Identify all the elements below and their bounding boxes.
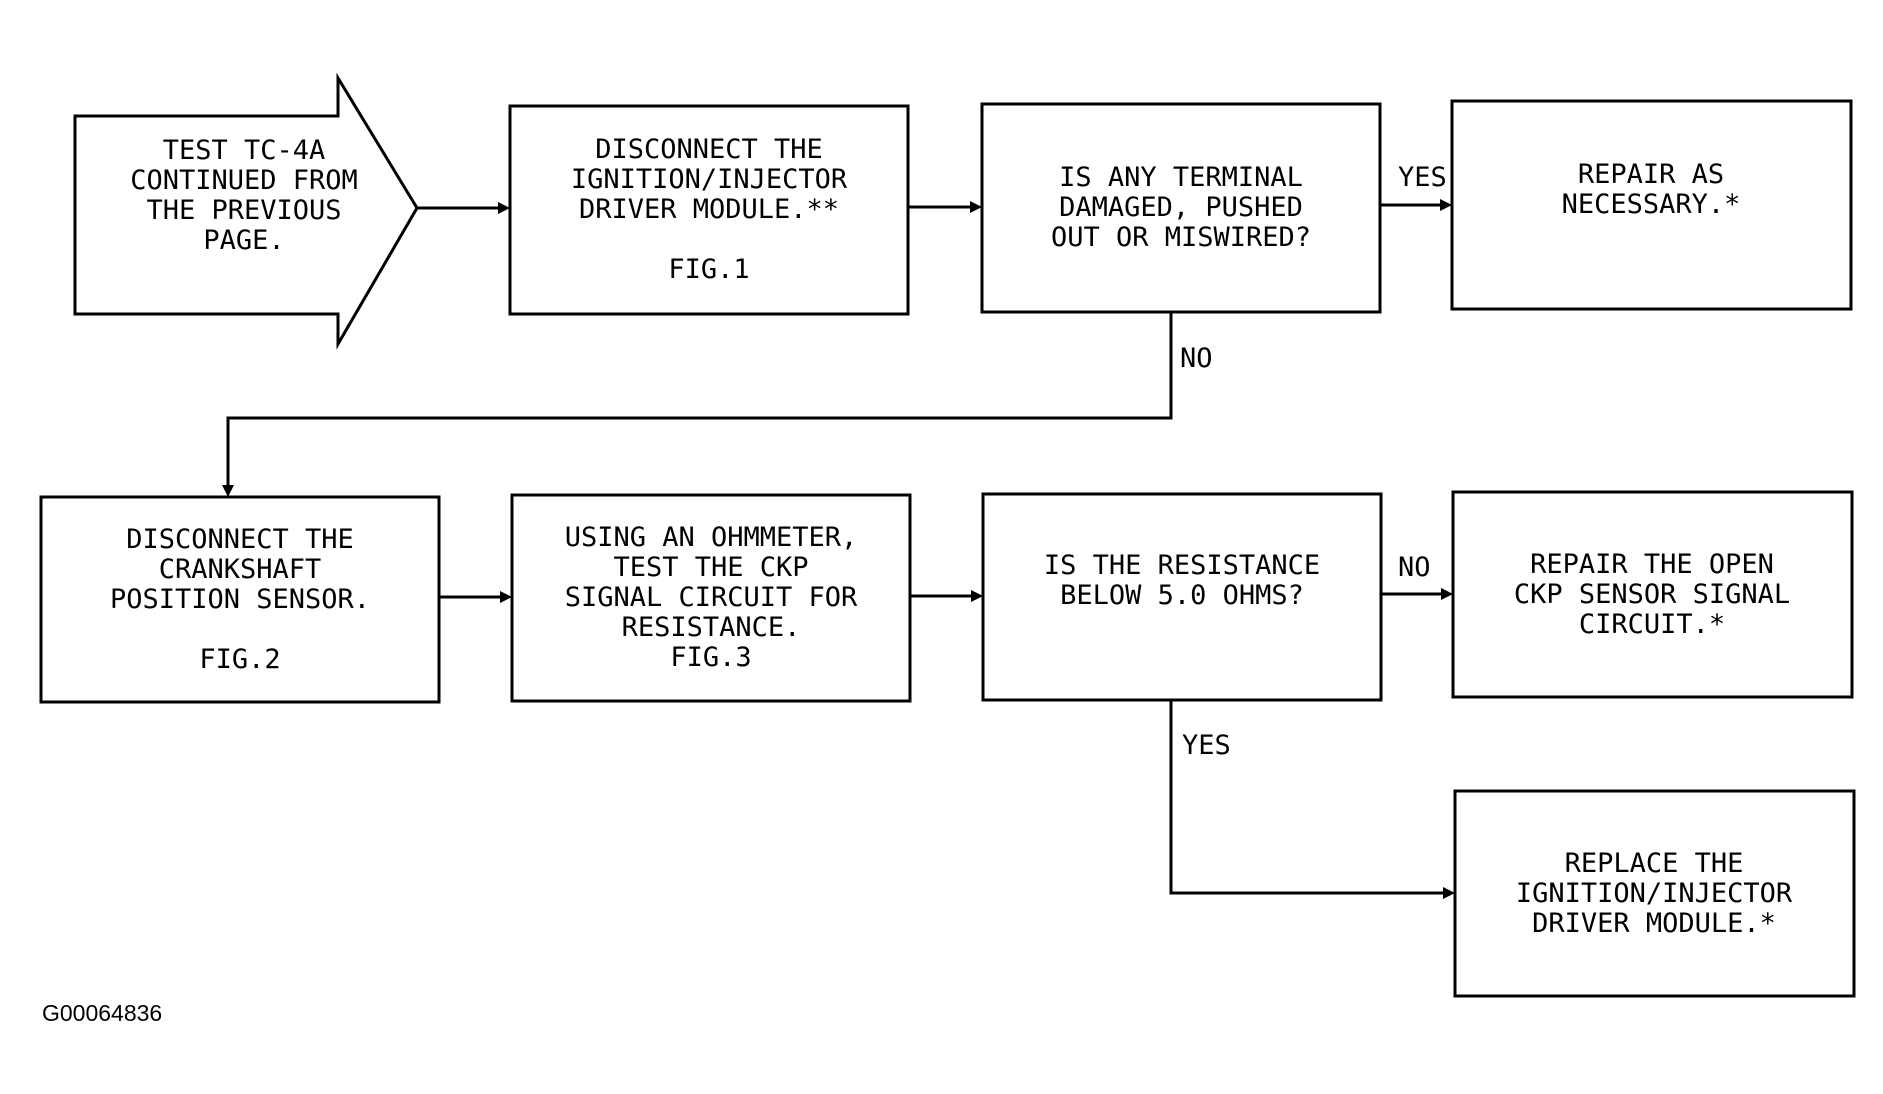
ohmmeter-test-box-text-line: RESISTANCE. <box>622 612 801 643</box>
ohmmeter-test-box-text-line: SIGNAL CIRCUIT FOR <box>565 582 858 613</box>
replace-module-box-text-line: REPLACE THE <box>1565 848 1744 879</box>
disconnect-module-box-shape <box>508 104 910 316</box>
branch-label-terminal-yes: YES <box>1398 162 1447 193</box>
terminal-question-box-text-line: IS ANY TERMINAL <box>1059 162 1303 193</box>
disconnect-module-box-text-line: IGNITION/INJECTOR <box>571 164 848 195</box>
repair-open-box-text-line: CIRCUIT.* <box>1579 609 1725 640</box>
repair-necessary-box-text-line: REPAIR AS <box>1578 159 1724 190</box>
arrowhead-question-no <box>222 485 234 497</box>
disconnect-module-box-text-line: DRIVER MODULE.** <box>579 194 839 225</box>
start-box-text-line: TEST TC-4A <box>163 135 326 166</box>
figure-id: G00064836 <box>42 1000 163 1026</box>
repair-necessary-box-shape <box>1450 99 1853 311</box>
resistance-question-box-text-line: BELOW 5.0 OHMS? <box>1060 580 1304 611</box>
resistance-question-box-shape <box>981 492 1383 702</box>
connector-question-no <box>226 312 1173 486</box>
start-box-text-line: THE PREVIOUS <box>146 195 341 226</box>
connector-resistance-yes <box>1169 700 1445 895</box>
replace-module-box-text-line: DRIVER MODULE.* <box>1532 908 1776 939</box>
disconnect-module-box-text-line: DISCONNECT THE <box>595 134 823 165</box>
start-box-text-line: PAGE. <box>203 225 284 256</box>
disconnect-ckp-box-text-line: FIG.2 <box>199 644 280 675</box>
ohmmeter-test-box-text-line: USING AN OHMMETER, <box>565 522 858 553</box>
arrowhead-resistance-no <box>1441 588 1453 600</box>
start-box-text-line: CONTINUED FROM <box>130 165 358 196</box>
ohmmeter-test-box-text-line: TEST THE CKP <box>613 552 808 583</box>
repair-open-box-text-line: REPAIR THE OPEN <box>1530 549 1774 580</box>
start-box-shape <box>73 72 419 350</box>
arrowhead-resistance-yes <box>1443 887 1455 899</box>
terminal-question-box-text-line: OUT OR MISWIRED? <box>1051 222 1311 253</box>
terminal-question-box-text-line: DAMAGED, PUSHED <box>1059 192 1303 223</box>
branch-label-resistance-yes: YES <box>1182 730 1231 761</box>
arrowhead-start-to-disconnect <box>498 202 510 214</box>
ohmmeter-test-box-text-line: FIG.3 <box>670 642 751 673</box>
resistance-question-box-text-line: IS THE RESISTANCE <box>1044 550 1320 581</box>
disconnect-ckp-box-text-line: POSITION SENSOR. <box>110 584 370 615</box>
arrowhead-ckp-to-ohmmeter <box>500 591 512 603</box>
repair-open-box-shape <box>1451 490 1854 699</box>
arrowhead-question-yes <box>1440 199 1452 211</box>
terminal-question-box-shape <box>980 102 1382 314</box>
disconnect-module-box-text-line: FIG.1 <box>668 254 749 285</box>
arrowhead-ohmmeter-to-resistance <box>971 590 983 602</box>
repair-open-box-text-line: CKP SENSOR SIGNAL <box>1514 579 1790 610</box>
repair-necessary-box-text-line: NECESSARY.* <box>1562 189 1741 220</box>
disconnect-ckp-box-text-line: CRANKSHAFT <box>159 554 322 585</box>
disconnect-ckp-box-text-line: DISCONNECT THE <box>126 524 354 555</box>
branch-label-resistance-no: NO <box>1398 552 1431 583</box>
disconnect-ckp-box-shape <box>39 495 441 704</box>
replace-module-box-text-line: IGNITION/INJECTOR <box>1516 878 1793 909</box>
ohmmeter-test-box-shape <box>510 493 912 703</box>
replace-module-box-shape <box>1453 789 1856 998</box>
branch-label-terminal-no: NO <box>1180 343 1213 374</box>
arrowhead-disconnect-to-question <box>970 201 982 213</box>
connectors <box>222 199 1455 899</box>
